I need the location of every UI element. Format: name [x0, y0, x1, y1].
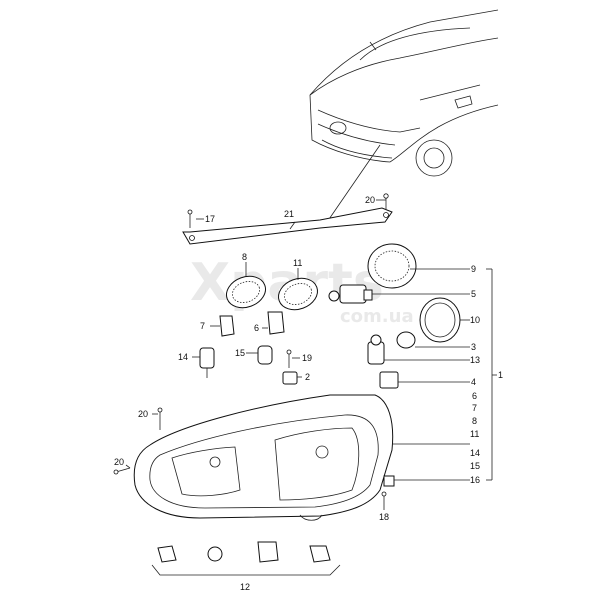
connectors-12 — [151, 541, 341, 576]
callout-16: 16 — [470, 475, 480, 485]
callout-9: 9 — [471, 264, 476, 274]
callout-labels: 17 21 20 8 11 9 5 10 3 13 4 1 6 7 8 11 1… — [114, 195, 503, 592]
cover-cap-9 — [367, 243, 417, 289]
headlight-housing — [133, 394, 394, 521]
callout-4: 4 — [471, 377, 476, 387]
cap-3 — [396, 331, 416, 349]
callout-8-list: 8 — [472, 416, 477, 426]
callout-6: 6 — [254, 323, 259, 333]
callout-7: 7 — [200, 321, 205, 331]
bulb-14 — [199, 347, 215, 378]
callout-18: 18 — [379, 512, 389, 522]
callout-14-list: 14 — [470, 448, 480, 458]
nut-2 — [282, 371, 298, 385]
callout-20-bottom: 20 — [114, 457, 124, 467]
callout-10: 10 — [470, 315, 480, 325]
screw-20-top — [383, 193, 389, 210]
callout-7-list: 7 — [472, 403, 477, 413]
callout-21: 21 — [284, 209, 294, 219]
callout-20-left: 20 — [138, 409, 148, 419]
callout-19: 19 — [302, 353, 312, 363]
callout-13: 13 — [470, 355, 480, 365]
callout-6-list: 6 — [472, 391, 477, 401]
callout-20-top: 20 — [365, 195, 375, 205]
callout-3: 3 — [471, 342, 476, 352]
mounting-bracket — [182, 207, 393, 245]
cover-cap-11 — [278, 277, 318, 311]
watermark-domain: com.ua — [340, 306, 414, 327]
callout-15-list: 15 — [470, 461, 480, 471]
leader-lines — [125, 199, 497, 481]
callout-1: 1 — [498, 370, 503, 380]
bulb-5 — [328, 284, 373, 304]
callout-11-top: 11 — [293, 258, 302, 268]
cover-cap-8 — [226, 275, 266, 309]
callout-15: 15 — [235, 348, 245, 358]
bulb-13 — [367, 334, 385, 365]
callout-11-list: 11 — [470, 429, 479, 439]
callout-8: 8 — [242, 252, 247, 262]
callout-2: 2 — [305, 372, 310, 382]
actuator-4 — [379, 371, 399, 389]
callout-17: 17 — [205, 214, 215, 224]
car-illustration — [309, 9, 499, 177]
callout-5: 5 — [471, 289, 476, 299]
bulb-holder-7 — [219, 315, 235, 337]
bulb-holder-6 — [267, 311, 285, 335]
clip-16 — [383, 475, 395, 487]
ring-10 — [419, 297, 461, 343]
screw-20-left — [157, 407, 163, 430]
screw-17 — [187, 209, 193, 228]
callout-14: 14 — [178, 352, 188, 362]
screw-18 — [381, 491, 387, 510]
callout-12: 12 — [240, 582, 250, 592]
screw-19 — [286, 349, 292, 368]
bulb-15 — [257, 345, 273, 365]
screw-20-bottom-left — [113, 467, 131, 475]
car-leader-line — [324, 144, 381, 226]
